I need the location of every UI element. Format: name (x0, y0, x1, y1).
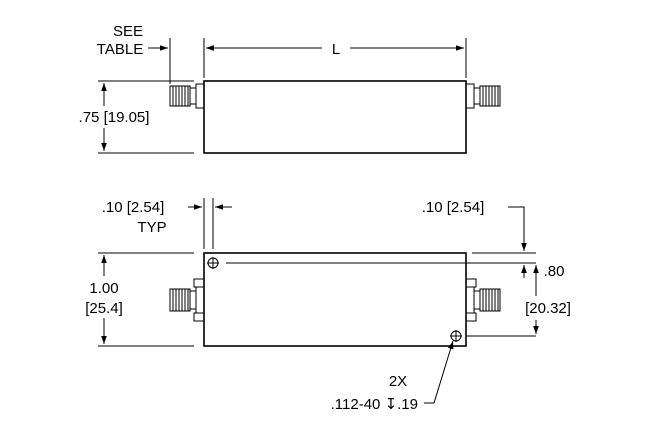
mounting-hole-top-left (207, 257, 219, 269)
bottom-right-sma-connector (465, 278, 501, 322)
holes-count-label: 2X (389, 373, 407, 390)
right-offset-label: .10 [2.54] (422, 199, 485, 216)
width-in-label: 1.00 (89, 280, 118, 297)
top-view-housing (203, 80, 467, 154)
height-dimension: .75 [19.05] (79, 80, 194, 154)
width-mm-label: [25.4] (85, 300, 123, 317)
hole-spacing-mm-label: [20.32] (525, 300, 571, 317)
bottom-left-sma-connector (169, 278, 205, 322)
length-dimension: L (203, 38, 467, 78)
top-left-sma-connector (169, 83, 205, 109)
see-label: SEE (113, 23, 143, 40)
hole-spacing-dimension: .80 [20.32] (525, 263, 571, 334)
hole-spacing-in-label: .80 (544, 263, 565, 280)
left-offset-label: .10 [2.54] (102, 199, 165, 216)
thread-spec-label: .112-40 ↧.19 (331, 396, 418, 413)
top-right-sma-connector (465, 83, 501, 109)
table-label: TABLE (97, 41, 143, 58)
bottom-view: .10 [2.54] TYP .10 [2.54] .80 [20.32] 1.… (85, 198, 571, 413)
typ-label: TYP (137, 219, 166, 236)
mounting-hole-bottom-right (450, 330, 462, 342)
left-offset-dimension: .10 [2.54] TYP (102, 198, 232, 249)
right-offset-dimension: .10 [2.54] (422, 199, 536, 278)
width-dimension: 1.00 [25.4] (85, 252, 194, 347)
bottom-view-housing (203, 252, 467, 347)
thread-callout: 2X .112-40 ↧.19 (331, 340, 454, 413)
top-view: L SEE TABLE .75 [19.05] (79, 23, 501, 154)
length-label: L (332, 41, 340, 58)
height-label: .75 [19.05] (79, 109, 150, 126)
connector-length-dimension: SEE TABLE (97, 23, 226, 84)
